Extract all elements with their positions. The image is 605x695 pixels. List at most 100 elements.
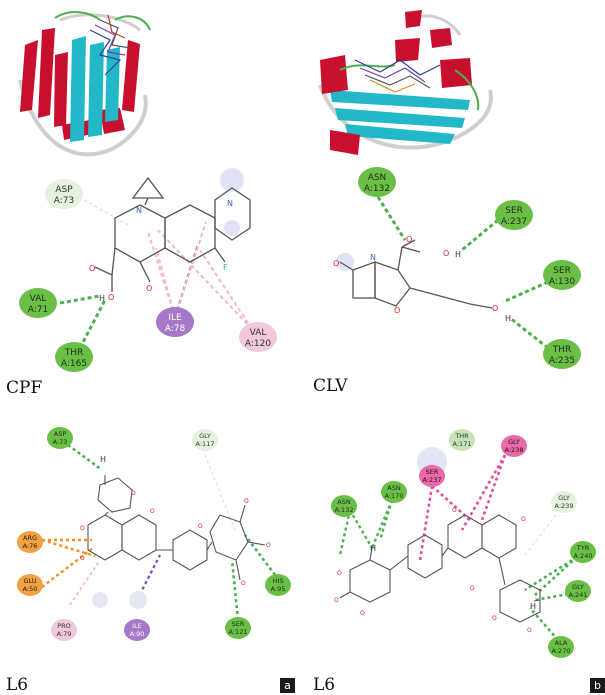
svg-text:HIS: HIS xyxy=(273,577,284,585)
svg-text:A:235: A:235 xyxy=(549,356,575,366)
svg-text:THR: THR xyxy=(552,345,572,355)
atom-o: O xyxy=(521,516,526,523)
residue-glu-a50: GLU A:50 xyxy=(17,574,43,596)
atom-h: H xyxy=(455,250,461,259)
svg-text:THR: THR xyxy=(64,348,84,358)
atom-o: O xyxy=(492,615,497,622)
atom-o: O xyxy=(360,610,365,617)
svg-text:A:132: A:132 xyxy=(335,506,354,514)
residue-ile-a90: ILE A:90 xyxy=(124,619,150,641)
svg-text:ASN: ASN xyxy=(387,484,401,492)
residue-ser-a121: SER A:121 xyxy=(225,617,251,639)
atom-h: H xyxy=(100,455,106,464)
svg-text:A:237: A:237 xyxy=(423,476,442,484)
residue-ser-a237: SER A:237 xyxy=(419,465,445,487)
atom-o: O xyxy=(452,507,457,514)
atom-o: O xyxy=(470,585,475,592)
atom-n: N xyxy=(370,253,376,262)
l6-diagram-b: O O O O O O O O H H THR A:171 GLY A:238 … xyxy=(331,429,596,658)
svg-text:A:165: A:165 xyxy=(61,359,87,369)
svg-text:GLY: GLY xyxy=(558,494,570,502)
svg-text:ASP: ASP xyxy=(55,185,73,195)
svg-text:A:241: A:241 xyxy=(569,591,588,599)
residue-asn-a170: ASN A:170 xyxy=(381,481,407,503)
atom-o: O xyxy=(333,259,339,268)
atom-h: H xyxy=(99,294,105,303)
panel-label-l6-b: L6 xyxy=(313,675,336,695)
atom-o: O xyxy=(89,264,95,273)
svg-text:A:170: A:170 xyxy=(385,492,404,500)
svg-text:A:73: A:73 xyxy=(54,196,74,206)
residue-gly-a117: GLY A:117 xyxy=(192,429,218,451)
atom-o: O xyxy=(334,597,339,604)
svg-text:A:132: A:132 xyxy=(364,184,390,194)
atom-o: O xyxy=(150,508,155,515)
cpf-diagram: N N O O O H F ASP A:73 VAL A:71 THR A:16… xyxy=(19,168,277,372)
atom-n: N xyxy=(136,206,142,215)
residue-thr-a235: THR A:235 xyxy=(543,339,581,369)
svg-text:ILE: ILE xyxy=(168,313,182,323)
atom-o: O xyxy=(527,627,532,634)
residue-ser-a237: SER A:237 xyxy=(495,200,533,230)
svg-text:A:237: A:237 xyxy=(501,217,527,227)
svg-text:A:78: A:78 xyxy=(165,324,186,334)
residue-ala-a270: ALA A:270 xyxy=(548,636,574,658)
atom-o: O xyxy=(80,555,85,562)
panel-tag-b: b xyxy=(590,678,605,693)
atom-o: O xyxy=(131,490,136,497)
atom-o: O xyxy=(80,525,85,532)
residue-val-a120: VAL A:120 xyxy=(239,322,277,352)
residue-arg-a76: ARG A:76 xyxy=(17,531,43,553)
residue-asn-a132: ASN A:132 xyxy=(331,495,357,517)
atom-o: O xyxy=(394,306,400,315)
svg-text:A:71: A:71 xyxy=(28,305,48,315)
atom-h: H xyxy=(530,602,536,611)
svg-text:GLU: GLU xyxy=(23,577,36,585)
residue-asn-a132: ASN A:132 xyxy=(358,167,396,197)
svg-text:THR: THR xyxy=(454,432,469,440)
svg-text:ASP: ASP xyxy=(54,430,67,438)
svg-text:A:95: A:95 xyxy=(271,585,286,593)
svg-text:ARG: ARG xyxy=(23,534,37,542)
svg-text:SER: SER xyxy=(426,468,439,476)
atom-o: O xyxy=(406,235,412,244)
residue-asp-a73: ASP A:73 xyxy=(45,179,83,209)
panel-tag-a: a xyxy=(280,678,295,693)
svg-text:GLY: GLY xyxy=(199,432,211,440)
residue-gly-a239: GLY A:239 xyxy=(551,491,577,513)
svg-text:A:240: A:240 xyxy=(574,552,593,560)
svg-text:VAL: VAL xyxy=(30,294,47,304)
atom-o: O xyxy=(198,523,203,530)
svg-text:VAL: VAL xyxy=(250,328,267,338)
residue-thr-a165: THR A:165 xyxy=(55,342,93,372)
panel-label-clv: CLV xyxy=(313,376,348,396)
residue-his-a95: HIS A:95 xyxy=(265,574,291,596)
svg-text:ASN: ASN xyxy=(337,498,351,506)
svg-text:SER: SER xyxy=(553,266,571,276)
svg-text:A:50: A:50 xyxy=(23,585,38,593)
svg-text:A:238: A:238 xyxy=(505,446,524,454)
svg-text:PRO: PRO xyxy=(57,622,71,630)
residue-gly-a238: GLY A:238 xyxy=(501,435,527,457)
protein-structure-right xyxy=(318,10,493,155)
svg-text:ILE: ILE xyxy=(132,622,142,630)
svg-text:A:79: A:79 xyxy=(57,630,72,638)
svg-text:ASN: ASN xyxy=(368,173,387,183)
svg-text:SER: SER xyxy=(505,206,523,216)
atom-o: O xyxy=(146,284,152,293)
residue-ile-a78: ILE A:78 xyxy=(156,307,194,337)
atom-o: O xyxy=(241,580,246,587)
protein-structure-left xyxy=(18,11,151,157)
svg-text:TYR: TYR xyxy=(576,544,590,552)
atom-o: O xyxy=(337,570,342,577)
panel-label-cpf: CPF xyxy=(6,378,43,398)
residue-tyr-a240: TYR A:240 xyxy=(570,541,596,563)
svg-text:A:117: A:117 xyxy=(196,440,215,448)
atom-o: O xyxy=(244,498,249,505)
svg-text:SER: SER xyxy=(232,620,245,628)
atom-o: O xyxy=(443,249,449,258)
atom-o: O xyxy=(108,293,114,302)
residue-thr-a171: THR A:171 xyxy=(449,429,475,451)
atom-n: N xyxy=(227,199,233,208)
svg-text:GLY: GLY xyxy=(508,438,520,446)
